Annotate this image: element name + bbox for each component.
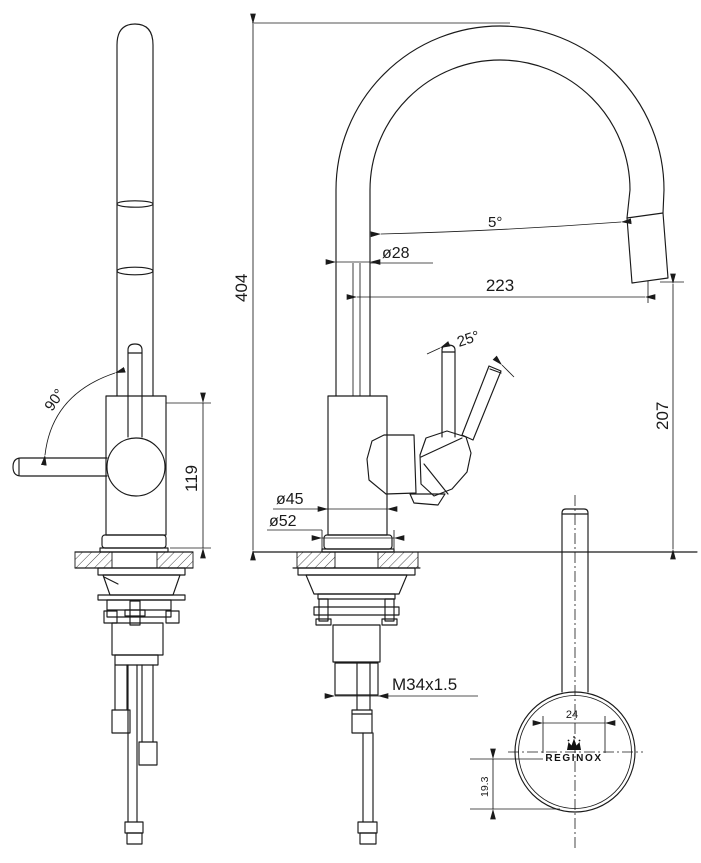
counter-hatch-front-right bbox=[377, 551, 419, 569]
dim-lever-tilt-angle: 25° bbox=[455, 328, 482, 351]
joint-hexagon bbox=[366, 434, 417, 495]
bolt-left-head bbox=[315, 618, 332, 626]
leader-25-left bbox=[426, 341, 451, 355]
crown-icon bbox=[567, 738, 581, 750]
hose-front-end-tip bbox=[359, 832, 377, 845]
nut-lug-right bbox=[165, 610, 180, 624]
ball-joint bbox=[106, 437, 166, 497]
lever-upright-side bbox=[127, 343, 143, 438]
dim-body-height: 119 bbox=[182, 465, 201, 492]
spray-head-seam-lower bbox=[116, 266, 154, 276]
side-view bbox=[12, 23, 194, 845]
handle-socket bbox=[419, 430, 472, 497]
counter-hatch-front-left bbox=[296, 551, 336, 569]
crown-dot-left bbox=[567, 739, 570, 742]
washer-plate bbox=[97, 567, 186, 576]
shank-cylinder-side bbox=[111, 622, 164, 656]
arc-90 bbox=[40, 367, 126, 466]
crown-dot-right bbox=[578, 739, 581, 742]
front-view bbox=[252, 25, 698, 845]
bolt-left bbox=[318, 598, 329, 622]
body-side bbox=[105, 395, 167, 536]
lever-horizontal-side bbox=[12, 457, 108, 477]
bolt-right bbox=[384, 598, 395, 622]
hose-c-end-tip bbox=[126, 832, 143, 845]
spout-outer bbox=[335, 25, 665, 397]
dim-head-face-width: 24 bbox=[566, 709, 578, 721]
hose-c-end-nut bbox=[124, 821, 144, 834]
hose-front-end-nut bbox=[357, 821, 378, 834]
dim-spout-tube-diameter: ø28 bbox=[382, 245, 410, 262]
spout-tip bbox=[626, 212, 669, 284]
dim-base-diameter: ø52 bbox=[269, 513, 297, 530]
dim-handle-swing-angle: 90° bbox=[41, 386, 68, 414]
dimensions: 404 119 90° ø28 223 5° 25° 207 ø45 bbox=[40, 13, 684, 820]
lever-upright-front bbox=[441, 344, 456, 438]
counter-hatch-left bbox=[74, 551, 113, 569]
socket-facet-2 bbox=[423, 463, 449, 495]
fixing-bolt-bar bbox=[124, 609, 146, 617]
dim-head-face-offset: 19.3 bbox=[479, 776, 491, 797]
dim-body-diameter: ø45 bbox=[276, 491, 304, 508]
lever-tilted-cap bbox=[489, 368, 502, 374]
hose-b-connector bbox=[138, 741, 158, 766]
fixing-bolt bbox=[129, 600, 141, 626]
cone-spacer bbox=[102, 574, 181, 596]
dim-spout-clearance: 207 bbox=[653, 402, 672, 430]
dim-spout-tilt-angle: 5° bbox=[488, 214, 502, 231]
washer-tab bbox=[103, 576, 119, 585]
dim-mounting-thread: M34x1.5 bbox=[392, 675, 457, 694]
spout-inner bbox=[369, 59, 631, 397]
socket-underside bbox=[409, 493, 446, 506]
dim-overall-height: 404 bbox=[232, 274, 251, 302]
mounting-nut bbox=[106, 599, 172, 618]
base-flange-front bbox=[323, 534, 393, 550]
bolt-right-head bbox=[381, 618, 398, 626]
base-flange-side bbox=[101, 534, 167, 549]
lever-tilted bbox=[461, 365, 502, 441]
counter-hatch-right bbox=[156, 551, 194, 569]
body-front bbox=[327, 395, 388, 536]
washer-plate-front bbox=[297, 567, 416, 576]
nut-lug-left bbox=[103, 610, 118, 624]
spray-column-outline bbox=[116, 23, 154, 397]
nut-bar-front bbox=[313, 606, 400, 616]
spray-head-seam-upper bbox=[116, 200, 154, 208]
spray-head-detail: REGINOX bbox=[508, 495, 643, 849]
crown-dot-mid bbox=[573, 736, 575, 738]
shank-cylinder-front bbox=[332, 624, 381, 663]
hose-connector-front bbox=[351, 709, 373, 734]
cone-spacer-front bbox=[305, 574, 408, 595]
hose-a-connector bbox=[111, 709, 131, 734]
washer-2-front bbox=[317, 593, 396, 600]
leader-25-right bbox=[492, 355, 515, 378]
dim-spout-reach: 223 bbox=[486, 276, 514, 295]
arc-5 bbox=[370, 218, 632, 238]
base-plate-side bbox=[99, 547, 169, 553]
socket-facet-1 bbox=[420, 437, 463, 458]
washer-2 bbox=[97, 594, 186, 601]
shank-step-side bbox=[114, 654, 159, 666]
brand-logo-text: REGINOX bbox=[545, 753, 602, 764]
